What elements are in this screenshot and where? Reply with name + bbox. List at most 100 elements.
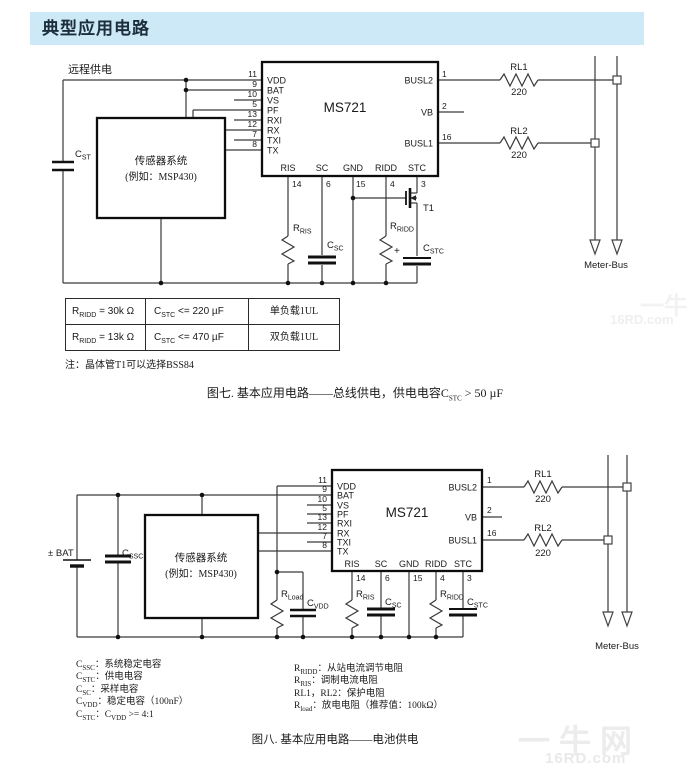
svg-text:RIDD: RIDD	[425, 559, 447, 569]
svg-text:TX: TX	[337, 547, 349, 557]
resistor-rl2-value: 220	[511, 150, 527, 161]
fig8-junctions	[115, 492, 439, 640]
remote-power-label: 远程供电	[68, 62, 112, 76]
fig7-right-pins: BUSL2 VB BUSL1 1 2 16	[404, 69, 451, 149]
svg-text:GND: GND	[343, 163, 364, 173]
resistor-rris-label: RRIS	[293, 223, 312, 236]
svg-text:12: 12	[318, 522, 328, 532]
cap-csc-label: CSC	[327, 240, 344, 253]
svg-text:RIDD: RIDD	[375, 163, 397, 173]
sensor-label-line2: (例如：MSP430)	[125, 170, 197, 183]
fig7-junctions	[158, 77, 389, 286]
page-title: 典型应用电路	[42, 19, 150, 38]
svg-text:9: 9	[322, 484, 327, 494]
watermark-site: 16RD.com	[545, 750, 627, 767]
svg-text:14: 14	[356, 573, 366, 583]
svg-text:BUSL1: BUSL1	[404, 139, 433, 149]
watermark-brand: 一牛网	[518, 723, 642, 759]
svg-text:16: 16	[487, 528, 497, 538]
svg-text:14: 14	[292, 179, 302, 189]
fig8-legend-right: RRIDD：从站电流调节电阻 RRIS：调制电流电阻 RL1，RL2：保护电阻 …	[294, 663, 524, 713]
svg-text:RXI: RXI	[337, 519, 352, 529]
svg-text:VB: VB	[421, 108, 433, 118]
svg-text:11: 11	[318, 475, 327, 485]
legend-item: CSTC：供电电容	[76, 672, 143, 685]
legend-item: RRIDD：从站电流调节电阻	[294, 664, 403, 676]
chip-label: MS721	[386, 505, 429, 520]
legend-item: CSSC：系统稳定电容	[76, 660, 162, 672]
fig7-caption: 图七. 基本应用电路——总线供电，供电电容CSTC > 50 µF	[206, 386, 504, 403]
ic-ms721-fig8	[330, 468, 484, 573]
svg-text:TX: TX	[267, 146, 279, 156]
battery-label: ± BAT	[48, 548, 74, 559]
resistor-rl2-value: 220	[535, 548, 551, 559]
fig8-right-pins: BUSL2 VB BUSL1 1 2 16	[448, 475, 496, 546]
svg-text:2: 2	[442, 101, 447, 111]
svg-text:BAT: BAT	[337, 491, 354, 501]
svg-text:1: 1	[487, 475, 492, 485]
svg-text:SC: SC	[375, 559, 388, 569]
fig8-capacitors	[63, 554, 477, 618]
meter-bus-label: Meter-Bus	[584, 260, 628, 271]
svg-text:10: 10	[248, 89, 258, 99]
svg-text:PF: PF	[267, 106, 279, 116]
cap-cstc-polarity: +	[394, 246, 400, 257]
fig7-note: 注：晶体管T1可以选择BSS84	[65, 360, 194, 371]
svg-text:STC: STC	[408, 163, 427, 173]
svg-text:9: 9	[252, 79, 257, 89]
svg-text:16: 16	[442, 132, 452, 142]
svg-text:13: 13	[248, 109, 258, 119]
svg-text:1: 1	[442, 69, 447, 79]
svg-text:RIS: RIS	[344, 559, 359, 569]
svg-text:STC: STC	[454, 559, 473, 569]
section-header: 典型应用电路	[30, 12, 644, 45]
fig8-caption: 图八. 基本应用电路——电池供电	[251, 734, 419, 746]
svg-text:GND: GND	[399, 559, 420, 569]
resistor-rl1-value: 220	[511, 87, 527, 98]
svg-text:7: 7	[322, 531, 327, 541]
svg-text:VB: VB	[465, 513, 477, 523]
svg-text:6: 6	[326, 179, 331, 189]
fig7-capacitors	[52, 160, 431, 266]
svg-text:PF: PF	[337, 510, 349, 520]
fig7-parameter-table: RRIDD = 30k Ω CSTC <= 220 µF 单负载1UL RRID…	[65, 298, 340, 351]
svg-text:8: 8	[252, 139, 257, 149]
transistor-t1	[405, 188, 417, 208]
legend-item: RL1，RL2：保护电阻	[294, 688, 385, 699]
sensor-label-line2: (例如：MSP430)	[165, 567, 237, 580]
watermark-site-mid: 16RD.com	[610, 312, 674, 327]
svg-text:4: 4	[390, 179, 395, 189]
fig7-bus-connectors	[589, 75, 623, 256]
sensor-box-fig8	[143, 513, 260, 620]
meter-bus-label: Meter-Bus	[595, 641, 639, 652]
cap-cstc-label: CSTC	[467, 597, 488, 610]
fig8-bottom-pin-names: RIS SC GND RIDD STC	[344, 559, 472, 569]
svg-text:2: 2	[487, 505, 492, 515]
transistor-t1-label: T1	[423, 203, 434, 214]
svg-text:RXI: RXI	[267, 116, 282, 126]
resistor-rridd-label: RRIDD	[390, 221, 414, 234]
svg-text:TXI: TXI	[267, 136, 281, 146]
fig8-bus-connectors	[602, 482, 633, 628]
svg-text:13: 13	[318, 512, 328, 522]
fig8-wires	[76, 455, 631, 638]
resistor-rload-label: RLoad	[281, 589, 304, 602]
svg-text:4: 4	[440, 573, 445, 583]
sensor-box-fig7	[95, 116, 227, 220]
svg-text:BUSL1: BUSL1	[448, 536, 477, 546]
cap-csc-label: CSC	[385, 597, 402, 610]
resistor-rl1-label: RL1	[510, 62, 527, 73]
svg-text:VDD: VDD	[267, 76, 287, 86]
svg-text:8: 8	[322, 540, 327, 550]
sensor-label-line1: 传感器系统	[135, 154, 188, 167]
fig8-legend-left: CSSC：系统稳定电容 CSTC：供电电容 CSC：采样电容 CVDD：稳定电容…	[76, 659, 281, 721]
